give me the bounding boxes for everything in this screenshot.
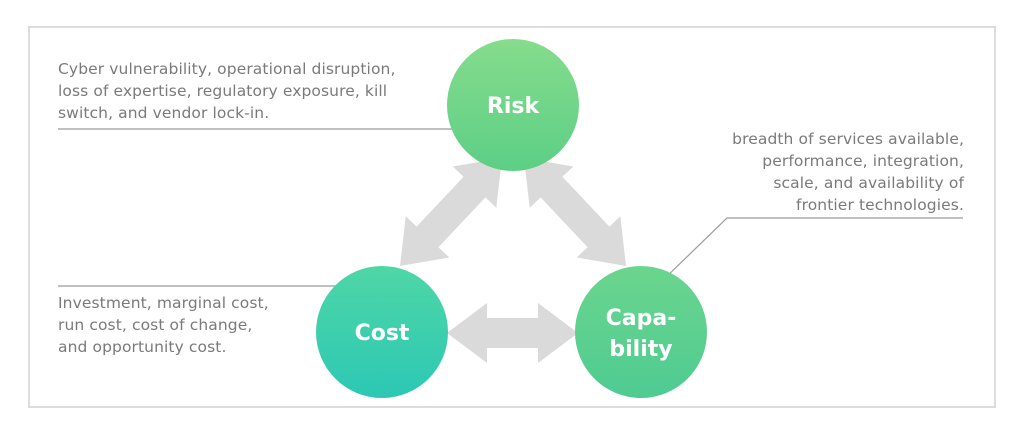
- capability-description-line: breadth of services available,: [732, 130, 964, 148]
- arrow-cost-capability: [447, 303, 578, 363]
- node-cost: Cost: [316, 266, 448, 398]
- risk-description-line: switch, and vendor lock-in.: [58, 104, 270, 122]
- capability-description-line: frontier technologies.: [796, 196, 964, 214]
- cost-description: Investment, marginal cost, run cost, cos…: [58, 292, 269, 358]
- risk-description-line: loss of expertise, regulatory exposure, …: [58, 82, 388, 100]
- leader-line-capability: [659, 217, 963, 284]
- node-capability-label-line1: Capa-: [606, 306, 677, 331]
- risk-description: Cyber vulnerability, operational disrupt…: [58, 58, 396, 124]
- node-risk-label: Risk: [487, 94, 541, 119]
- capability-description: breadth of services available, performan…: [732, 128, 964, 216]
- risk-description-line: Cyber vulnerability, operational disrupt…: [58, 60, 396, 78]
- capability-description-line: performance, integration,: [762, 152, 964, 170]
- node-cost-label: Cost: [355, 321, 410, 346]
- cost-description-line: run cost, cost of change,: [58, 316, 253, 334]
- cost-description-line: Investment, marginal cost,: [58, 294, 269, 312]
- cost-description-line: and opportunity cost.: [58, 338, 227, 356]
- arrow-risk-cost: [400, 158, 502, 266]
- capability-description-line: scale, and availability of: [773, 174, 964, 192]
- arrow-risk-capability: [524, 158, 626, 266]
- node-risk: Risk: [447, 39, 579, 171]
- node-capability: Capa- bility: [575, 266, 707, 398]
- node-capability-label-line2: bility: [609, 337, 672, 362]
